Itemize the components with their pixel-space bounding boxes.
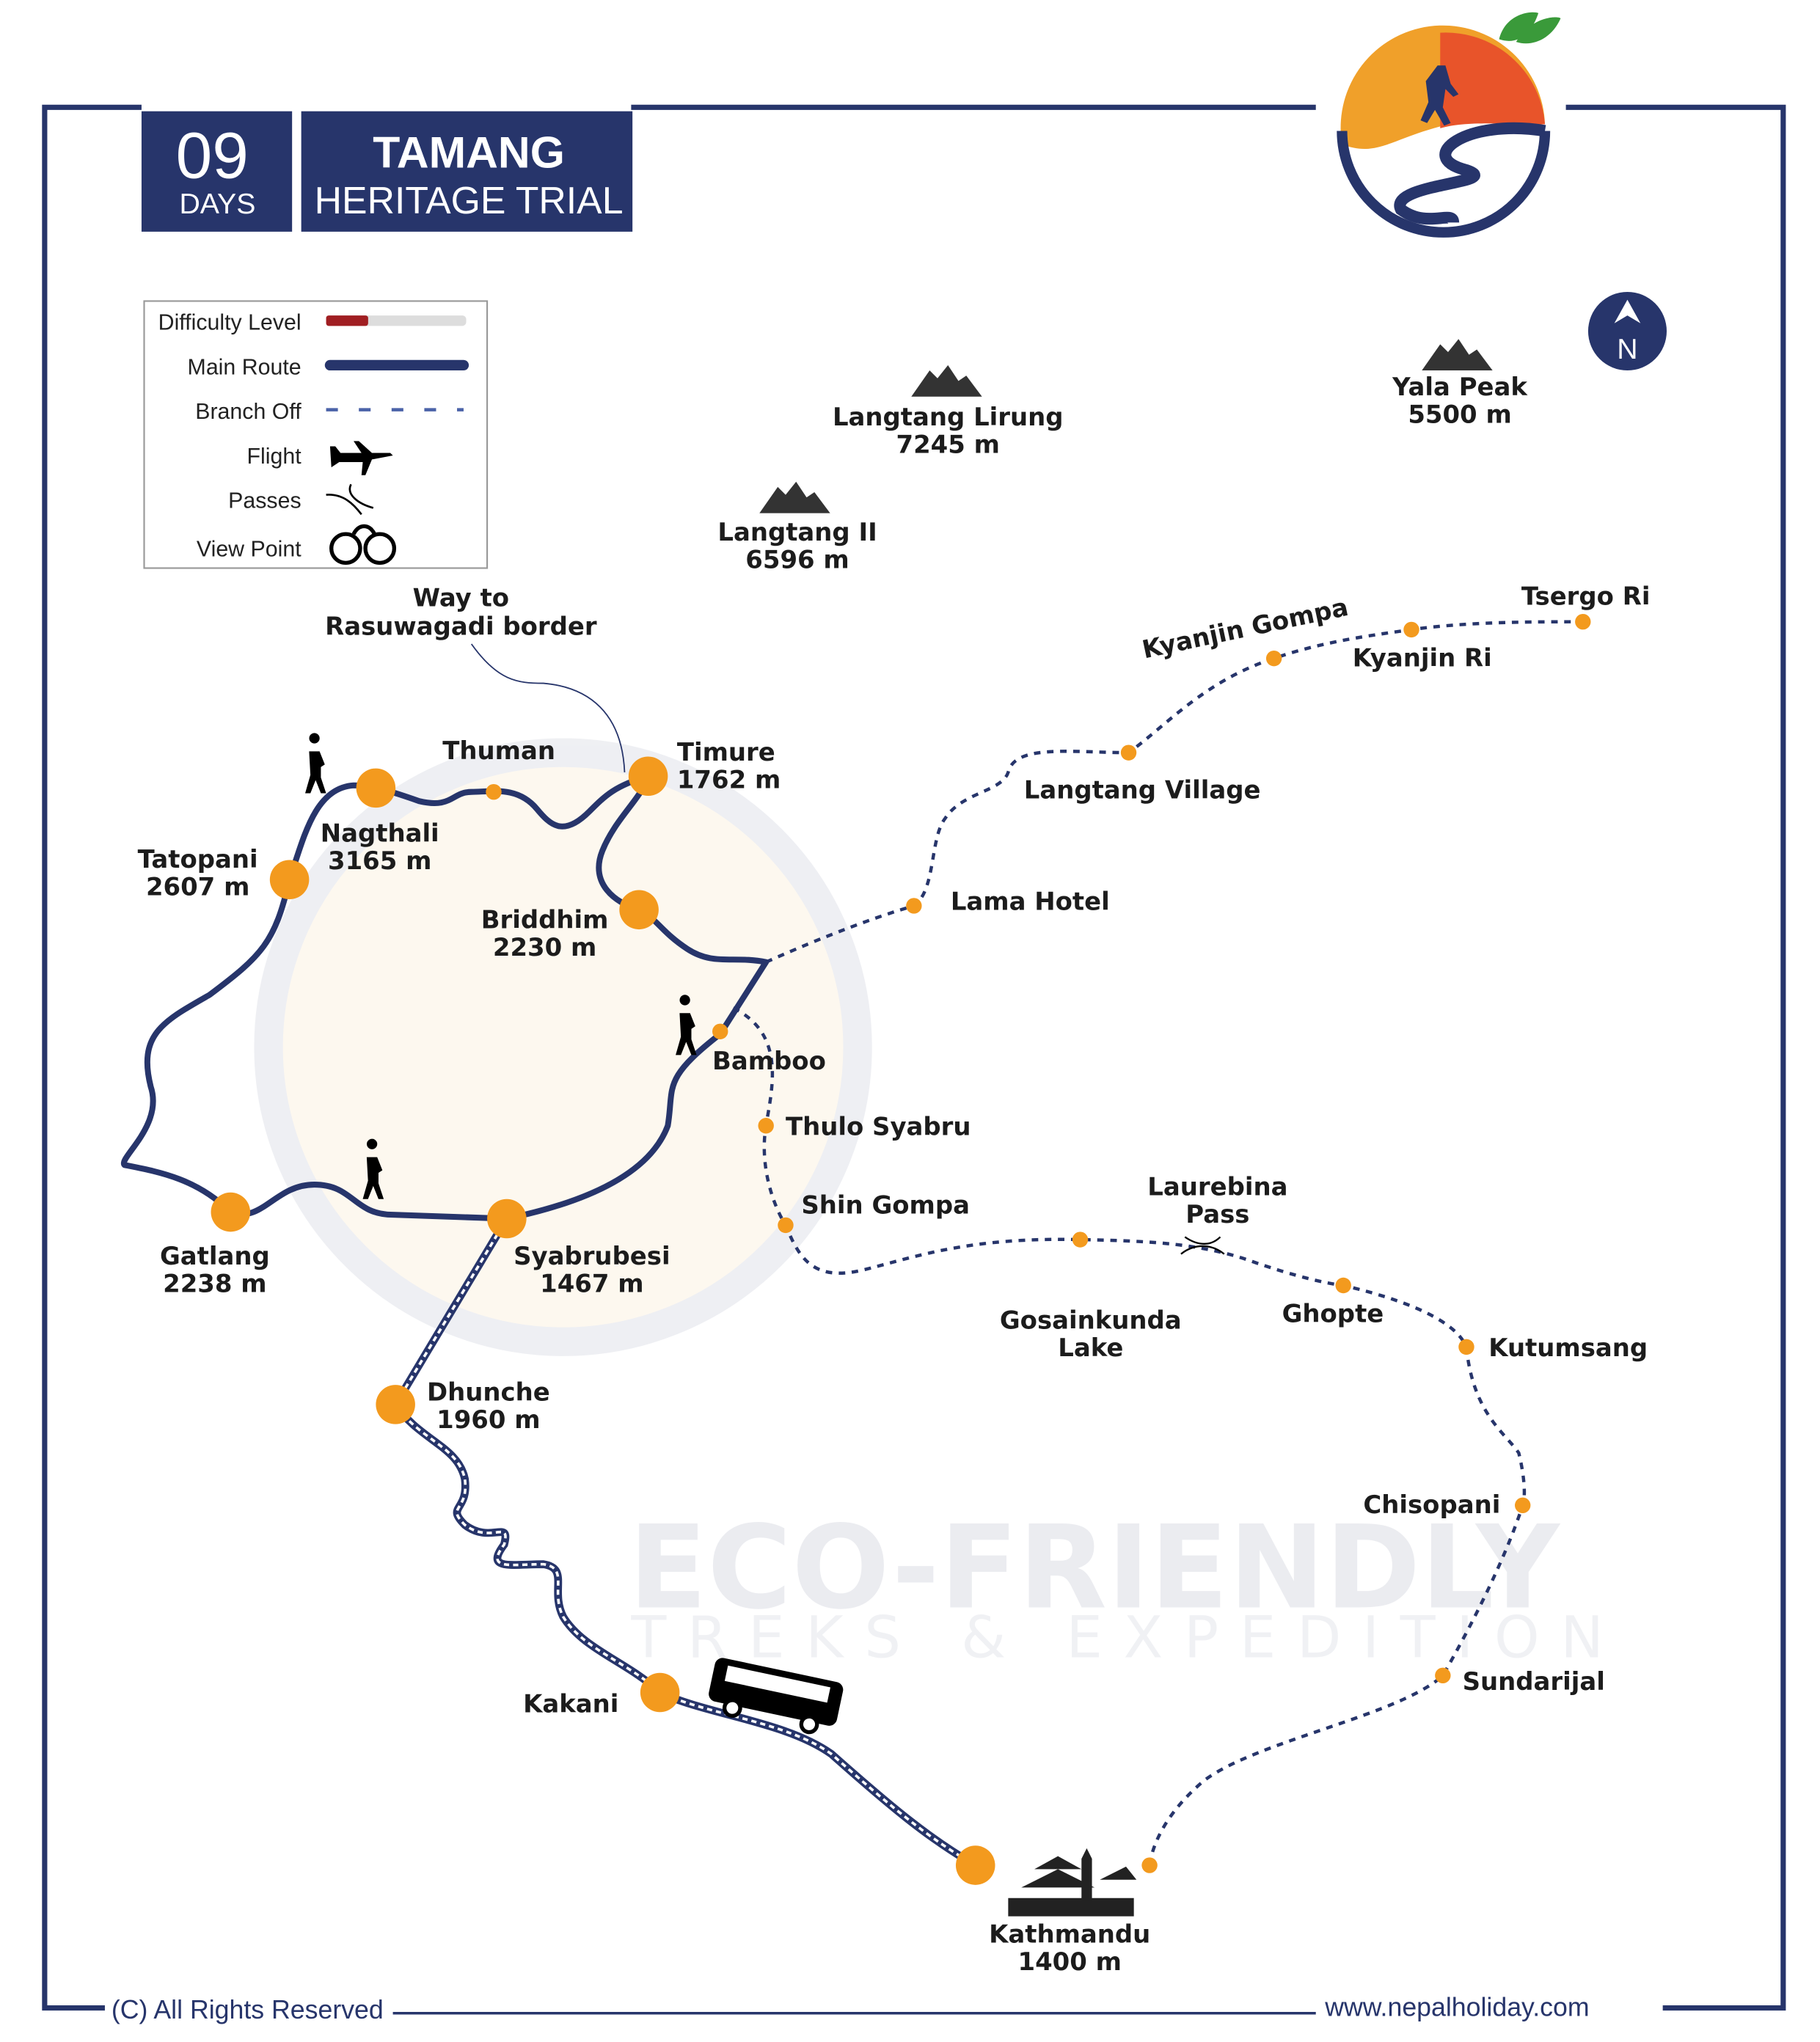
hiker-icon <box>676 995 697 1055</box>
label-timure: Timure <box>677 738 775 766</box>
website-link[interactable]: www.nepalholiday.com <box>1324 1992 1589 2021</box>
label-syabrubesi-elev: 1467 m <box>540 1269 643 1298</box>
north-arrow: N <box>1587 291 1667 371</box>
label-nagthali-elev: 3165 m <box>328 846 431 875</box>
label-gatlang-elev: 2238 m <box>163 1269 266 1298</box>
peak-elev: 5500 m <box>1408 400 1511 428</box>
label-dhunche-elev: 1960 m <box>436 1405 540 1434</box>
bus-icon <box>709 1658 844 1735</box>
title-line2: HERITAGE TRIAL <box>315 179 624 222</box>
airplane-icon <box>329 441 393 475</box>
label-gosainkunda-lake: Lake <box>1058 1333 1123 1362</box>
watermark: ECO-FRIENDLY TREKS & EXPEDITION <box>254 738 1624 1671</box>
title-line1: TAMANG <box>373 127 565 177</box>
minor-stops <box>486 613 1591 1873</box>
stop-marker <box>628 756 668 797</box>
label-kyanjin-gompa: Kyanjin Gompa <box>1140 593 1351 665</box>
mountain-icons <box>759 339 1493 513</box>
peak-elev: 7245 m <box>896 430 1000 458</box>
legend-flight-label: Flight <box>246 444 301 469</box>
label-dhunche: Dhunche <box>427 1378 550 1407</box>
main-route-loop <box>121 773 770 1222</box>
label-gatlang: Gatlang <box>160 1242 270 1270</box>
difficulty-bar-fill <box>326 315 368 326</box>
days-box <box>141 111 293 232</box>
label-kutumsang: Kutumsang <box>1488 1333 1648 1362</box>
hiker-icons <box>305 733 697 1199</box>
stop-marker <box>376 1385 415 1424</box>
stop-marker <box>640 1672 680 1713</box>
watermark-line2: TREKS & EXPEDITION <box>630 1603 1624 1671</box>
label-laurebina: Laurebina <box>1147 1172 1287 1201</box>
label-kyanjin-ri: Kyanjin Ri <box>1353 643 1492 672</box>
mountain-icon <box>911 365 982 397</box>
frame-border <box>42 104 1786 2015</box>
watermark-line1: ECO-FRIENDLY <box>629 1501 1561 1636</box>
label-nagthali: Nagthali <box>321 819 439 848</box>
days-label: DAYS <box>179 188 255 220</box>
label-thulo-syabru: Thulo Syabru <box>786 1112 971 1141</box>
legend-main-route-label: Main Route <box>188 355 301 379</box>
stop-marker <box>211 1192 251 1232</box>
label-tatopani: Tatopani <box>138 845 258 874</box>
copyright-text: (C) All Rights Reserved <box>112 1995 384 2024</box>
stop-marker <box>356 768 396 808</box>
label-tatopani-elev: 2607 m <box>146 873 249 901</box>
label-tsergo-ri: Tsergo Ri <box>1521 582 1651 610</box>
label-kathmandu-elev: 1400 m <box>1018 1947 1122 1976</box>
temple-icon <box>1008 1848 1137 1917</box>
pass-icon <box>326 483 374 516</box>
legend: Difficulty Level Main Route Branch Off F… <box>143 300 489 569</box>
label-kathmandu: Kathmandu <box>989 1920 1150 1948</box>
road-route-dashes <box>394 1218 976 1867</box>
branch-routes <box>732 620 1583 1866</box>
label-bamboo: Bamboo <box>712 1047 826 1075</box>
label-laurebina-pass: Pass <box>1185 1200 1249 1229</box>
legend-passes-label: Passes <box>228 488 301 513</box>
label-briddhim-elev: 2230 m <box>493 933 596 962</box>
mountain-icon <box>1422 339 1493 371</box>
mountain-icon <box>759 481 830 513</box>
days-number: 09 <box>176 119 249 192</box>
major-stops <box>211 756 995 1885</box>
legend-difficulty-label: Difficulty Level <box>158 311 301 335</box>
stop-marker <box>487 1199 527 1239</box>
peak-name: Langtang II <box>717 518 877 546</box>
stop-marker <box>955 1845 995 1885</box>
legend-view-point-label: View Point <box>197 537 301 561</box>
peak-name: Yala Peak <box>1392 373 1528 401</box>
label-sundarijal: Sundarijal <box>1463 1667 1605 1696</box>
title-box <box>301 111 633 232</box>
label-shin-gompa: Shin Gompa <box>801 1190 970 1219</box>
legend-branch-off-label: Branch Off <box>195 400 301 424</box>
hiker-icon <box>305 733 326 794</box>
label-rasuwagadi: Rasuwagadi border <box>325 612 597 641</box>
label-ghopte: Ghopte <box>1282 1299 1384 1328</box>
pass-icon <box>1180 1236 1225 1255</box>
company-logo <box>1337 12 1561 238</box>
label-timure-elev: 1762 m <box>677 765 781 794</box>
label-syabrubesi: Syabrubesi <box>514 1242 670 1270</box>
stop-marker <box>269 860 310 900</box>
place-labels: Way to Rasuwagadi border Thuman Timure 1… <box>138 582 1651 1975</box>
border-route-line <box>470 643 626 772</box>
peak-elev: 6596 m <box>745 546 849 574</box>
label-lama-hotel: Lama Hotel <box>951 887 1110 915</box>
label-briddhim: Briddhim <box>481 905 609 934</box>
label-langtang-village: Langtang Village <box>1024 776 1261 805</box>
label-way-to: Way to <box>413 583 509 612</box>
peak-name: Langtang Lirung <box>833 403 1064 431</box>
north-label: N <box>1617 333 1637 365</box>
binoculars-icon <box>329 524 397 566</box>
label-gosainkunda: Gosainkunda <box>1000 1306 1182 1334</box>
label-chisopani: Chisopani <box>1363 1490 1500 1519</box>
label-kakani: Kakani <box>523 1689 618 1718</box>
hiker-icon <box>362 1138 384 1199</box>
stop-marker <box>619 890 659 930</box>
label-thuman: Thuman <box>442 736 555 765</box>
